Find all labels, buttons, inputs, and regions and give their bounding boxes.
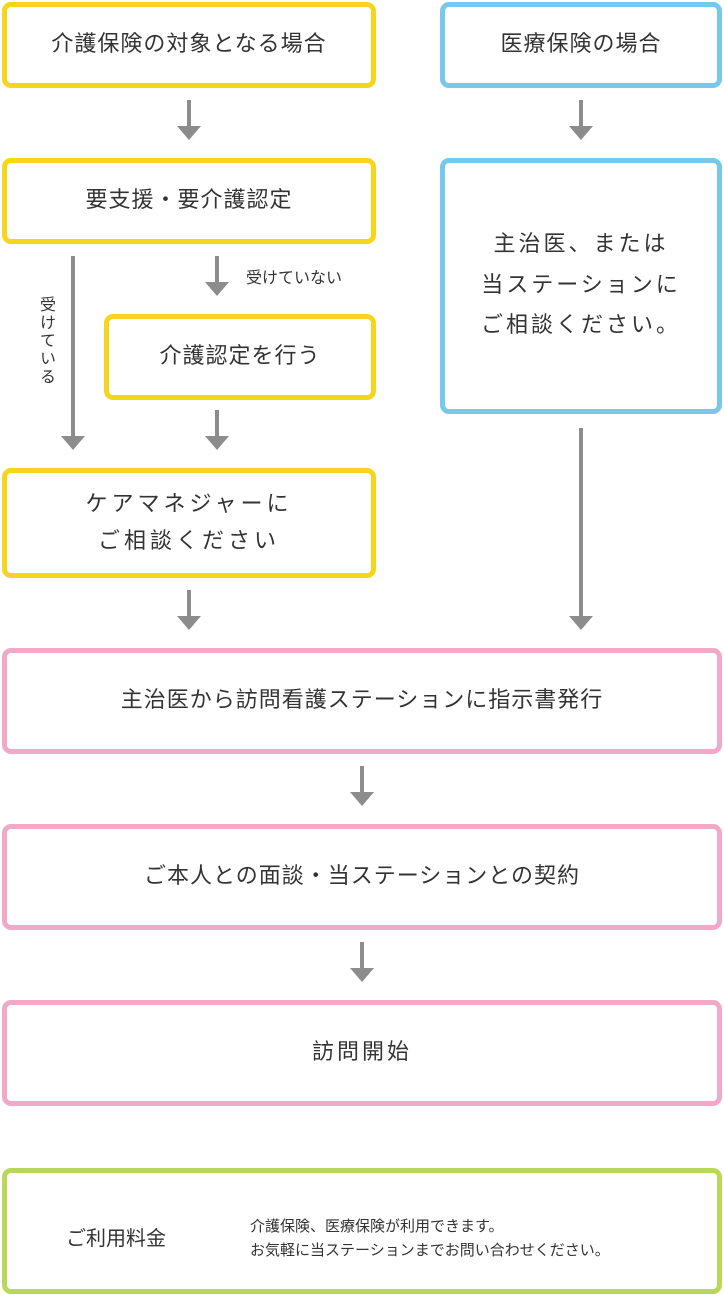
fee-label: ご利用料金 (66, 1226, 166, 1250)
arrow-nintei-to-care (215, 410, 219, 438)
mendan-label: ご本人との面談・当ステーションとの契約 (143, 864, 581, 890)
shujii-sodan-label: 主治医、または 当ステーションに ご相談ください。 (480, 231, 681, 339)
fee-box (2, 1168, 722, 1294)
arrow-not-received (215, 256, 219, 284)
kaigo-start-box: 介護保険の対象となる場合 (2, 2, 376, 88)
houmon-box: 訪問開始 (2, 1000, 722, 1106)
youshien-label: 要支援・要介護認定 (85, 188, 293, 214)
youshien-box: 要支援・要介護認定 (2, 158, 376, 244)
arrow-shijisho-to-mendan (360, 766, 364, 794)
kaigo-start-label: 介護保険の対象となる場合 (51, 32, 327, 58)
shujii-sodan-box: 主治医、または 当ステーションに ご相談ください。 (440, 158, 722, 414)
arrow-mendan-to-houmon (360, 942, 364, 970)
fee-description: 介護保険、医療保険が利用できます。 お気軽に当ステーションまでお問い合わせくださ… (250, 1214, 610, 1262)
not-received-label: 受けていない (246, 268, 343, 287)
arrow-sodan-to-shijisho (579, 428, 583, 618)
caremanager-label: ケアマネジャーに ご相談ください (85, 491, 293, 554)
caremanager-box: ケアマネジャーに ご相談ください (2, 468, 376, 578)
mendan-box: ご本人との面談・当ステーションとの契約 (2, 824, 722, 930)
fee-line-1: 介護保険、医療保険が利用できます。 (250, 1217, 504, 1235)
arrow-iryo-to-sodan (579, 100, 583, 128)
shijisho-label: 主治医から訪問看護ステーションに指示書発行 (120, 688, 604, 714)
iryo-start-label: 医療保険の場合 (500, 32, 662, 58)
nintei-box: 介護認定を行う (104, 314, 376, 400)
received-label: 受けている (37, 296, 56, 386)
arrow-received (71, 256, 75, 438)
shijisho-box: 主治医から訪問看護ステーションに指示書発行 (2, 648, 722, 754)
arrow-kaigo-to-youshien (187, 100, 191, 128)
arrow-care-to-shijisho (187, 590, 191, 618)
fee-line-2: お気軽に当ステーションまでお問い合わせください。 (250, 1241, 610, 1259)
nintei-label: 介護認定を行う (159, 344, 321, 370)
iryo-start-box: 医療保険の場合 (440, 2, 722, 88)
houmon-label: 訪問開始 (311, 1040, 412, 1066)
